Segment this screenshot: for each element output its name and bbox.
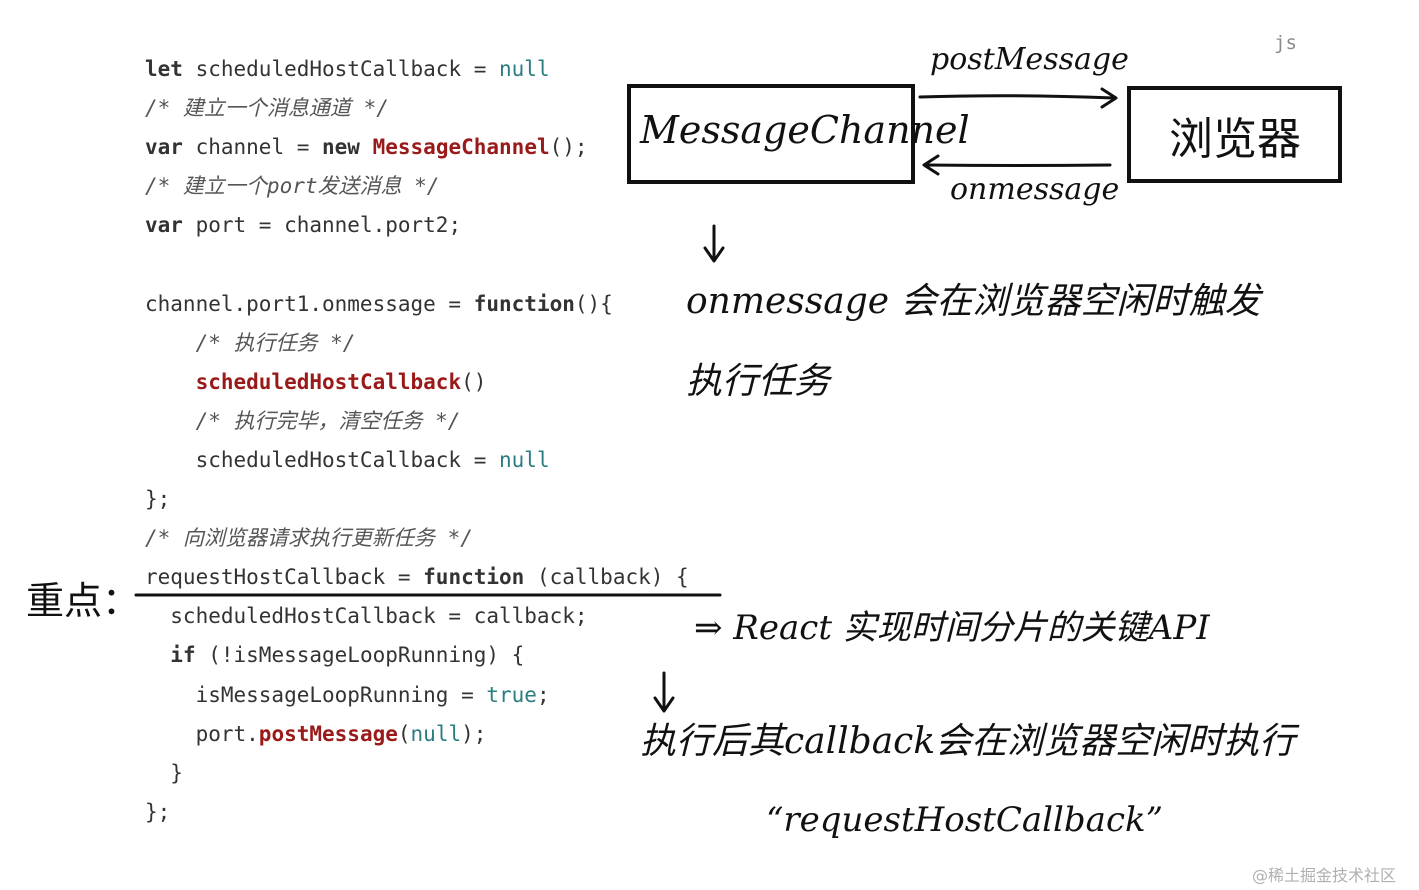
code-line: /* 建立一个消息通道 */ (145, 89, 689, 128)
code-token: null (410, 721, 462, 746)
code-line: /* 执行任务 */ (145, 324, 689, 363)
code-token: /* 执行任务 */ (195, 330, 356, 355)
code-token: } (145, 760, 183, 785)
code-token (145, 370, 196, 394)
code-token: function (423, 565, 525, 590)
callback-note: 执行后其callback会在浏览器空闲时执行 (640, 721, 1296, 762)
code-token: ); (461, 721, 487, 746)
code-token: function (473, 291, 575, 316)
code-token: true (486, 682, 537, 707)
code-line: channel.port1.onmessage = function(){ (145, 285, 689, 324)
code-line: var channel = new MessageChannel(); (145, 128, 689, 167)
code-line: let scheduledHostCallback = null (145, 50, 689, 89)
code-token: scheduledHostCallback = callback; (145, 604, 588, 629)
watermark: @稀土掘金技术社区 (1252, 866, 1397, 885)
code-line: /* 执行完毕，清空任务 */ (145, 402, 689, 441)
code-line: requestHostCallback = function (callback… (145, 558, 689, 597)
code-token: ; (536, 682, 550, 707)
code-token: channel = (182, 135, 323, 160)
browser-label: 浏览器 (1169, 114, 1301, 165)
post-message-arrowhead (1100, 87, 1118, 109)
onmessage-arrowhead (922, 154, 940, 176)
code-block: let scheduledHostCallback = null /* 建立一个消… (145, 50, 689, 832)
code-token: /* 向浏览器请求执行更新任务 */ (145, 526, 473, 551)
code-token: /* 建立一个消息通道 */ (145, 96, 389, 121)
messagechannel-label: MessageChannel (640, 108, 970, 152)
code-line: }; (145, 793, 689, 832)
down-arrow-top-head (703, 246, 725, 263)
code-token: let (145, 57, 183, 81)
react-note: ⇒ React 实现时间分片的关键API (694, 608, 1210, 648)
code-line (145, 245, 689, 284)
code-token: port. (145, 721, 259, 746)
code-token: (!isMessageLoopRunning) { (195, 643, 525, 668)
code-token: }; (145, 487, 171, 512)
code-token: var (145, 135, 183, 160)
code-token: isMessageLoopRunning = (145, 682, 487, 707)
code-token (145, 643, 170, 667)
post-message-label: postMessage (930, 42, 1129, 77)
code-token: null (499, 57, 550, 81)
code-token: }; (145, 799, 171, 824)
code-line: } (145, 754, 689, 793)
code-line: var port = channel.port2; (145, 206, 689, 245)
code-token: requestHostCallback = (145, 565, 424, 590)
onmessage-label: onmessage (950, 172, 1120, 207)
code-token: port = channel.port2; (182, 213, 462, 238)
quoted-function-name: “requestHostCallback” (766, 800, 1163, 840)
code-line: scheduledHostCallback = null (145, 441, 689, 480)
code-token: (){ (574, 291, 613, 316)
code-token: () (461, 369, 487, 394)
code-token: (); (549, 135, 588, 160)
code-token: scheduledHostCallback = (145, 447, 500, 472)
code-line: scheduledHostCallback = callback; (145, 597, 689, 636)
code-token: var (145, 213, 183, 238)
language-label: js (1274, 32, 1297, 54)
code-token: ( (397, 721, 411, 746)
code-token (145, 331, 196, 355)
code-line: /* 向浏览器请求执行更新任务 */ (145, 519, 689, 558)
key-point-label: 重点： (26, 579, 141, 623)
code-token: null (499, 447, 550, 472)
code-token: postMessage (258, 721, 398, 746)
code-token: if (170, 643, 196, 668)
code-token (360, 135, 373, 159)
code-line: }; (145, 480, 689, 519)
onmessage-arrow (924, 163, 1112, 167)
code-token: MessageChannel (372, 135, 550, 160)
code-token: channel.port1.onmessage = (145, 291, 474, 316)
code-token: /* 建立一个port发送消息 */ (145, 174, 440, 199)
code-token: (callback) { (524, 565, 689, 590)
code-token: new (322, 135, 360, 160)
code-line: port.postMessage(null); (145, 715, 689, 754)
code-token (145, 409, 196, 433)
code-line: /* 建立一个port发送消息 */ (145, 167, 689, 206)
post-message-arrow (918, 94, 1116, 100)
code-line: scheduledHostCallback() (145, 363, 689, 402)
code-token: scheduledHostCallback = (182, 57, 500, 81)
onmessage-note-line1: onmessage 会在浏览器空闲时触发 (686, 281, 1261, 322)
code-token: scheduledHostCallback (195, 369, 462, 394)
code-token: /* 执行完毕，清空任务 */ (195, 408, 461, 433)
onmessage-note-line2: 执行任务 (686, 361, 831, 402)
code-line: if (!isMessageLoopRunning) { (145, 636, 689, 675)
code-line: isMessageLoopRunning = true; (145, 676, 689, 715)
